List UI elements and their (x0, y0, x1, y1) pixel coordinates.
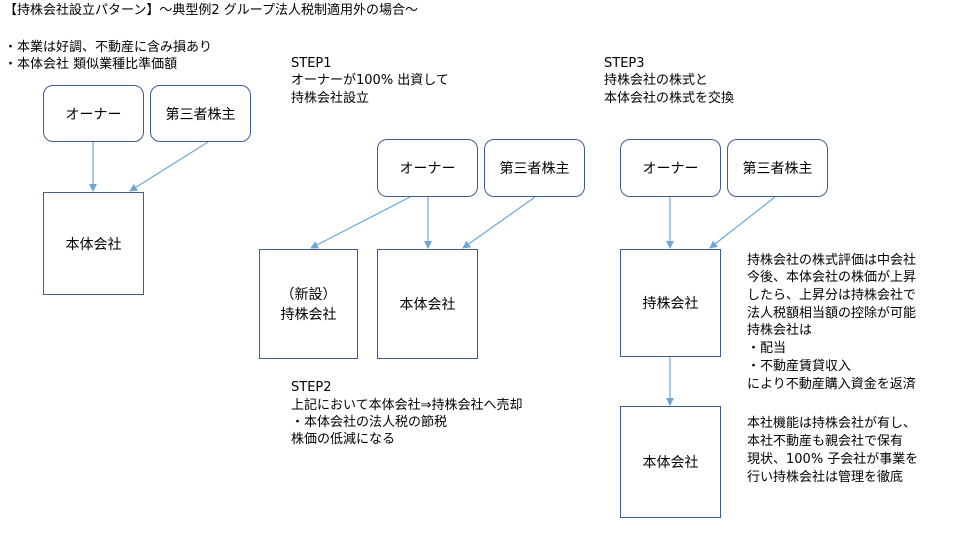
condition-2: ・本体会社 類似業種比準価額 (4, 57, 178, 72)
step1-heading: STEP1 (291, 56, 332, 71)
arrow-third-to-main-1 (129, 141, 209, 192)
owner-box-1: オーナー (43, 85, 144, 142)
holding-company-label: 持株会社 (280, 307, 337, 323)
step3-line-1: 持株会社の株式と (604, 73, 709, 88)
main-company-box-2: 本体会社 (377, 249, 478, 359)
arrow-owner-to-holding-2 (310, 196, 411, 249)
note1-line-4: 法人税額相当額の控除が可能 (747, 306, 917, 321)
note2-line-4: 行い持株会社は管理を徹底 (747, 470, 904, 485)
step2-heading: STEP2 (291, 380, 332, 395)
step1-line-2: 持株会社設立 (291, 91, 370, 106)
third-party-box-3: 第三者株主 (727, 139, 828, 197)
note1-line-8: により不動産購入資金を返済 (747, 377, 916, 392)
note2-line-1: 本社機能は持株会社が有し、 (747, 416, 917, 431)
new-label: （新設） (280, 287, 337, 303)
note1-line-6: ・配当 (747, 341, 787, 356)
note2-line-3: 現状、100% 子会社が事業を (747, 452, 919, 467)
condition-1: ・本業は好調、不動産に含み損あり (4, 40, 213, 55)
holding-company-box-3: 持株会社 (620, 249, 721, 357)
owner-box-3: オーナー (620, 139, 721, 197)
note1-line-5: 持株会社は (747, 323, 813, 338)
owner-box-2: オーナー (377, 139, 478, 197)
note2-line-2: 本社不動産も親会社で保有 (747, 434, 904, 449)
step3-line-2: 本体会社の株式を交換 (604, 91, 735, 106)
arrow-third-to-holding-3 (709, 196, 776, 249)
note1-line-3: したら、上昇分は持株会社で (747, 288, 917, 303)
note1-line-7: ・不動産賃貸収入 (747, 359, 852, 374)
note1-line-1: 持株会社の株式評価は中会社 (747, 253, 917, 268)
holding-company-new-box: （新設） 持株会社 (259, 249, 358, 359)
main-company-box-1: 本体会社 (43, 192, 144, 295)
step3-heading: STEP3 (604, 56, 645, 71)
step1-line-1: オーナーが100% 出資して (291, 73, 449, 88)
step2-line-1: 上記において本体会社⇒持株会社へ売却 (291, 398, 523, 413)
third-party-box-2: 第三者株主 (484, 139, 585, 197)
page-title: 【持株会社設立パターン】～典型例2 グループ法人税制適用外の場合～ (4, 3, 418, 18)
step2-line-3: 株価の低減になる (291, 432, 396, 447)
main-company-box-3: 本体会社 (620, 406, 721, 518)
third-party-box-1: 第三者株主 (150, 85, 251, 142)
arrow-third-to-main-2 (462, 196, 536, 249)
note1-line-2: 今後、本体会社の株価が上昇 (747, 270, 917, 285)
step2-line-2: ・本体会社の法人税の節税 (291, 415, 448, 430)
